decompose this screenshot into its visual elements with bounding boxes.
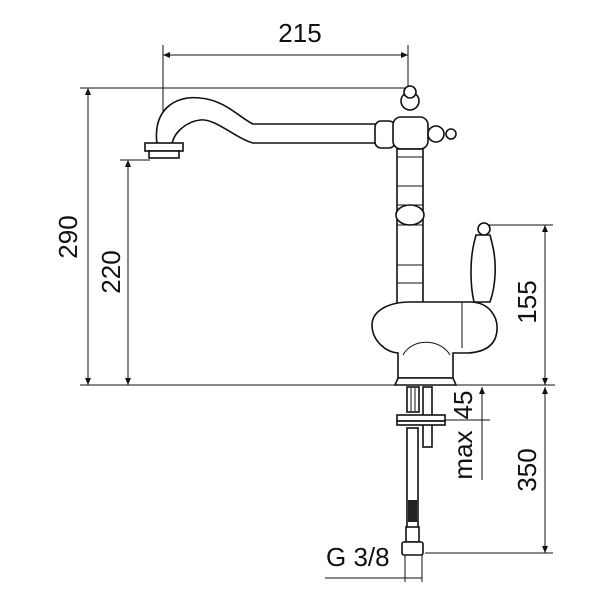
dimension-lines [85, 52, 548, 579]
dim-220-label: 220 [96, 250, 126, 293]
spout-collar [374, 120, 396, 149]
dim-max-label: max [448, 430, 478, 479]
faucet-base [393, 377, 458, 386]
hose-ferrule [405, 526, 420, 543]
dim-215-label: 215 [278, 18, 321, 48]
thread-label: G 3/8 [326, 542, 390, 572]
faucet [144, 85, 498, 556]
dim-45-label: 45 [448, 391, 478, 420]
aerator [144, 142, 184, 152]
dim-290-label: 290 [53, 215, 83, 258]
washer [396, 414, 446, 422]
column-head [392, 116, 429, 150]
hose-nut [401, 541, 424, 556]
dim-350-label: 350 [512, 448, 542, 491]
spout [155, 96, 394, 151]
mixer-body [371, 301, 498, 379]
side-knob [427, 125, 445, 143]
lever-knob [477, 222, 491, 236]
fixing-nut [406, 386, 420, 413]
dim-155-label: 155 [512, 280, 542, 323]
extension-lines [80, 45, 555, 582]
column [396, 148, 424, 305]
lever-handle [470, 234, 496, 303]
